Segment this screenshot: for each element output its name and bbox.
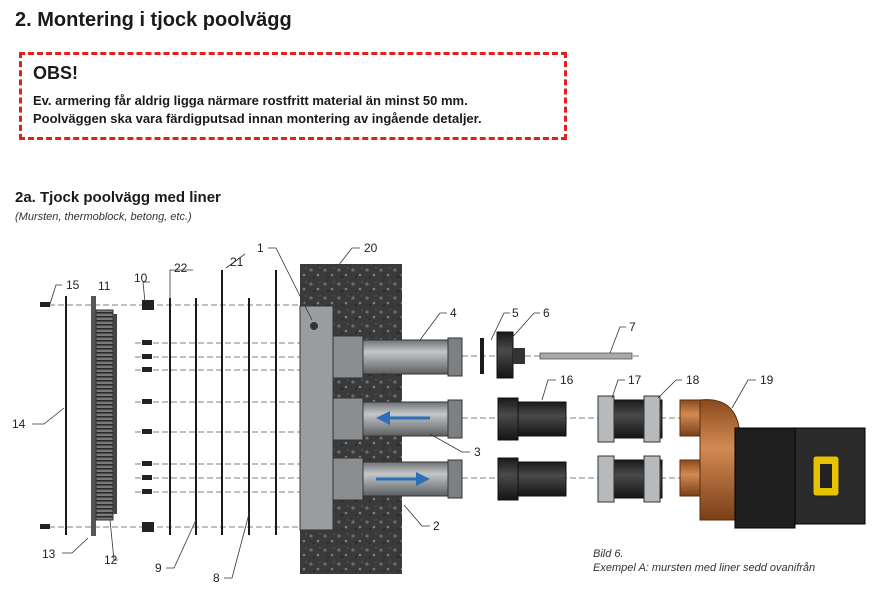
figure-caption-text: Exempel A: mursten med liner sedd ovanif… — [593, 562, 816, 574]
gaskets-and-liner — [65, 270, 277, 535]
leader-lines — [32, 247, 756, 579]
label-18: 18 — [686, 373, 700, 387]
rod — [539, 352, 633, 360]
pump — [679, 399, 866, 529]
centre-lines — [40, 304, 720, 528]
flow-arrows — [376, 411, 430, 486]
label-20: 20 — [364, 241, 378, 255]
label-1: 1 — [257, 241, 264, 255]
label-12: 12 — [104, 553, 118, 567]
label-16: 16 — [560, 373, 574, 387]
label-4: 4 — [450, 306, 457, 320]
label-7: 7 — [629, 320, 636, 334]
label-21: 21 — [230, 255, 244, 269]
hose-nipples — [497, 397, 567, 501]
hoses-with-clamps — [597, 395, 663, 503]
label-14: 14 — [12, 417, 26, 431]
warning-line-2: Poolväggen ska vara färdigputsad innan m… — [33, 111, 482, 126]
warning-line-1: Ev. armering får aldrig ligga närmare ro… — [33, 93, 468, 108]
flange — [299, 305, 334, 531]
label-3: 3 — [474, 445, 481, 459]
warning-box: OBS! Ev. armering får aldrig ligga närma… — [19, 52, 567, 140]
figure-caption-number: Bild 6. — [593, 548, 624, 560]
label-13: 13 — [42, 547, 56, 561]
section-subtitle: (Mursten, thermoblock, betong, etc.) — [15, 211, 192, 223]
label-22: 22 — [174, 261, 188, 275]
plug-gasket — [480, 338, 484, 374]
section-heading: 2a. Tjock poolvägg med liner — [15, 189, 221, 206]
label-15: 15 — [66, 278, 80, 292]
label-6: 6 — [543, 306, 550, 320]
page-heading: 2. Montering i tjock poolvägg — [15, 9, 292, 31]
label-17: 17 — [628, 373, 642, 387]
label-2: 2 — [433, 519, 440, 533]
label-9: 9 — [155, 561, 162, 575]
warning-title: OBS! — [33, 63, 78, 83]
label-19: 19 — [760, 373, 774, 387]
grille-cover — [95, 309, 114, 521]
label-11: 11 — [98, 279, 111, 293]
screws — [40, 300, 154, 532]
cover-frame — [91, 296, 96, 536]
label-10: 10 — [134, 271, 148, 285]
label-8: 8 — [213, 571, 220, 585]
label-5: 5 — [512, 306, 519, 320]
